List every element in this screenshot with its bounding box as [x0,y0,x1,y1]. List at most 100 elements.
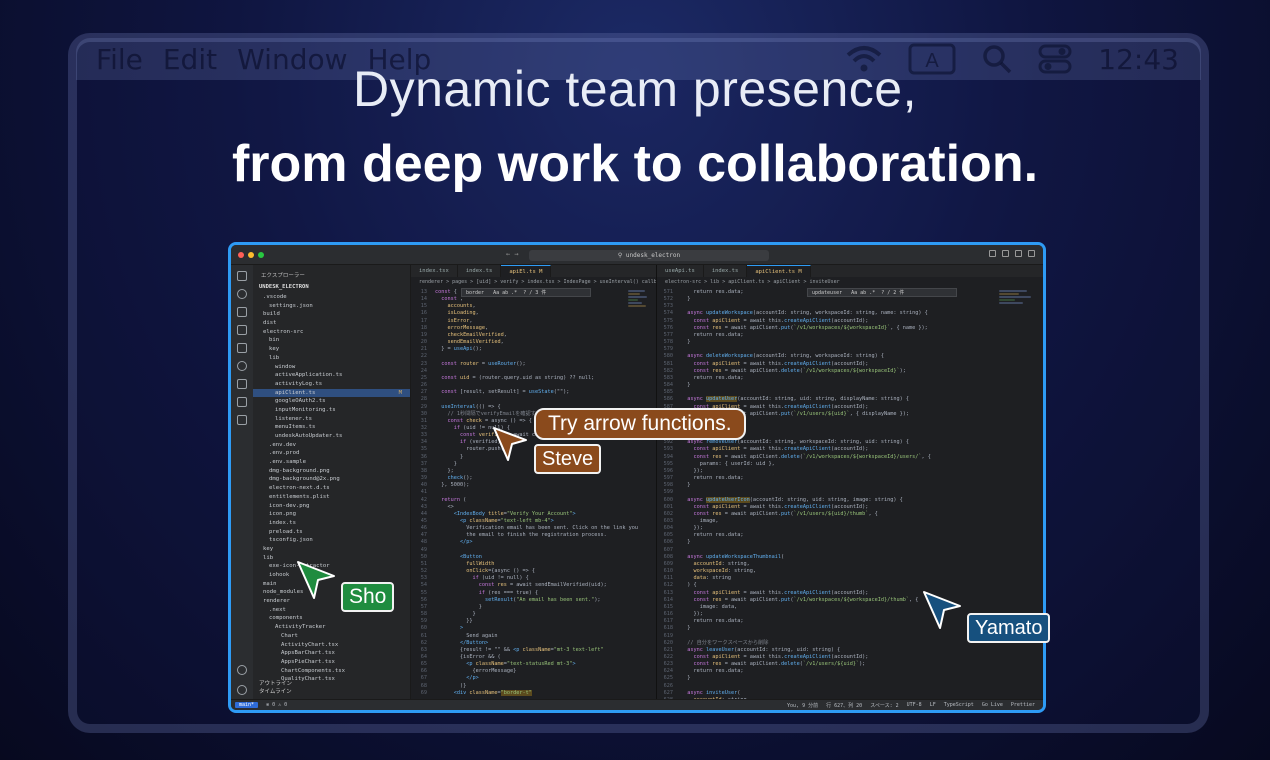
timeline-section[interactable]: タイムライン [259,689,292,695]
chat-icon[interactable] [237,415,247,425]
tree-item[interactable]: bin [253,336,410,345]
tree-item[interactable]: electron-next.d.ts [253,484,410,493]
branch-indicator[interactable]: main* [235,702,259,708]
tree-item[interactable]: .env.dev [253,441,410,450]
layout-toggles[interactable] [989,250,1035,257]
tree-item[interactable]: AppsPieChart.tsx [253,658,410,667]
tree-item[interactable]: window [253,363,410,372]
tab-useapi[interactable]: useApi.ts [657,265,704,277]
code-right[interactable]: 571 return res.data; 572 } 573 574 async… [663,289,931,703]
tree-item[interactable]: dist [253,319,410,328]
tree-item[interactable]: ChartComponents.tsx [253,667,410,676]
presence-tag-steve: Steve [534,444,602,474]
tree-item[interactable]: ActivityChart.tsx [253,641,410,650]
tree-item[interactable]: .vscode [253,293,410,302]
tree-item[interactable]: dmg-background.png [253,467,410,476]
tree-item[interactable]: lib [253,354,410,363]
tree-item[interactable]: tsconfig.json [253,536,410,545]
tree-item[interactable]: electron-src [253,328,410,337]
sidebar-icon[interactable] [1015,250,1022,257]
tab-apiclient[interactable]: apiClient.ts M [747,265,811,277]
tree-item[interactable]: index.ts [253,519,410,528]
tab-index-tsx[interactable]: index.tsx [411,265,458,277]
tree-item[interactable]: key [253,545,410,554]
layout-icon[interactable] [989,250,996,257]
tree-item-label: iohook [269,572,290,578]
tree-item[interactable]: dmg-background@2x.png [253,475,410,484]
tree-item[interactable]: .env.sample [253,458,410,467]
go-live[interactable]: Go Live [981,702,1003,708]
tree-item[interactable]: lib [253,554,410,563]
minimap-left[interactable] [628,289,652,689]
minimize-icon[interactable] [248,252,254,258]
run-debug-icon[interactable] [237,325,247,335]
find-widget[interactable]: updateuser Aa ab .* ? / 2 件 [807,288,957,297]
explorer-icon[interactable] [237,271,247,281]
tree-item[interactable]: icon.png [253,510,410,519]
settings-gear-icon[interactable] [237,685,247,695]
tree-item[interactable]: key [253,345,410,354]
tree-item[interactable]: settings.json [253,302,410,311]
outline-section[interactable]: アウトライン [259,681,293,687]
tree-item[interactable]: QualityChart.tsx [253,675,410,684]
line-ending[interactable]: LF [929,702,936,708]
command-center-search[interactable]: ⚲ undesk_electron [529,250,769,261]
prettier[interactable]: Prettier [1010,702,1035,708]
tree-item[interactable]: entitlements.plist [253,493,410,502]
tree-item[interactable]: AppsBarChart.tsx [253,649,410,658]
close-icon[interactable] [238,252,244,258]
tree-item[interactable]: googleOAuth2.ts [253,397,410,406]
tree-item-label: build [263,311,280,318]
tree-item[interactable]: build [253,310,410,319]
language-mode[interactable]: TypeScript [943,702,974,708]
tree-item[interactable]: Chart [253,632,410,641]
tree-item[interactable]: undeskAutoUpdater.ts [253,432,410,441]
tree-item[interactable]: .next [253,606,410,615]
indentation[interactable]: スペース: 2 [870,703,899,709]
tree-item[interactable]: icon-dev.png [253,502,410,511]
encoding[interactable]: UTF-8 [906,702,922,708]
breadcrumb[interactable]: renderer > pages > [uid] > verify > inde… [419,279,656,285]
docker-icon[interactable] [237,397,247,407]
split-icon[interactable] [1028,250,1035,257]
panel-icon[interactable] [1002,250,1009,257]
tree-item[interactable]: activityLog.ts [253,380,410,389]
minimap-right[interactable] [999,289,1039,689]
window-controls[interactable] [238,252,264,258]
cursor-arrow-icon [923,591,961,629]
tree-item[interactable]: renderer [253,597,410,606]
tree-item[interactable]: ActivityTracker [253,623,410,632]
tree-item[interactable]: iohook [253,571,410,580]
tree-item[interactable]: .env.prod [253,449,410,458]
search-icon[interactable] [237,289,247,299]
tab-apiel[interactable]: apiEl.ts M [501,265,552,277]
problems-indicator[interactable]: ⊗ 0 ⚠ 0 [266,702,288,708]
zoom-icon[interactable] [258,252,264,258]
tree-item[interactable]: activeApplication.ts [253,371,410,380]
nav-arrows[interactable]: ← → [506,250,519,258]
tree-item[interactable]: preload.ts [253,528,410,537]
cursor-position[interactable]: 行 627、列 20 [826,703,863,709]
tree-item[interactable]: components [253,614,410,623]
tree-item[interactable]: node_modules [253,588,410,597]
breadcrumb[interactable]: electron-src > lib > apiClient.ts > apiC… [665,279,840,285]
tab-index-ts[interactable]: index.ts [458,265,502,277]
tree-item[interactable]: menuItems.ts [253,423,410,432]
extensions-icon[interactable] [237,343,247,353]
tree-item[interactable]: main [253,580,410,589]
tree-item-label: key [269,346,280,353]
blame-info[interactable]: You, 9 分前 [787,703,819,709]
project-name[interactable]: UNDESK_ELECTRON [259,284,309,290]
find-widget[interactable]: border Aa ab .* ? / 3 件 [461,288,591,297]
tab-index[interactable]: index.ts [704,265,748,277]
account-icon[interactable] [237,665,247,675]
tree-item[interactable]: listener.ts [253,415,410,424]
source-control-icon[interactable] [237,307,247,317]
remote-icon[interactable] [237,361,247,371]
tree-item-label: window [275,363,296,370]
tree-item[interactable]: inputMonitoring.ts [253,406,410,415]
testing-icon[interactable] [237,379,247,389]
